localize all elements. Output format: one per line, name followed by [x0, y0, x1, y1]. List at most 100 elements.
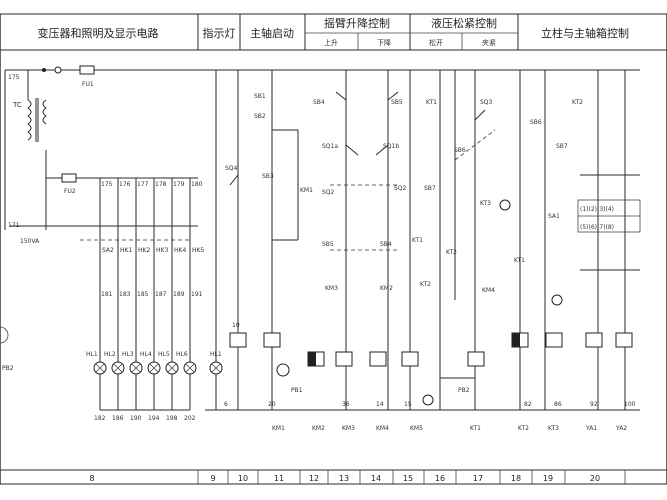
svg-text:SQ4: SQ4 — [225, 165, 238, 172]
svg-text:PB2: PB2 — [458, 387, 470, 394]
svg-text:185: 185 — [137, 291, 149, 298]
svg-text:HL3: HL3 — [122, 351, 134, 358]
coil-ya1 — [585, 332, 603, 348]
terminal-icon — [54, 66, 62, 74]
footer-col-17: 17 — [473, 474, 483, 483]
svg-text:175: 175 — [101, 181, 113, 188]
footer-col-18: 18 — [511, 474, 521, 483]
svg-text:HK2: HK2 — [138, 247, 150, 254]
svg-text:KT2: KT2 — [420, 281, 431, 288]
lamp-branches: 175 176 177 178 179 180 SA2 HK1 HK2 HK3 … — [80, 178, 204, 422]
svg-text:HL1: HL1 — [210, 351, 222, 358]
footer-col-16: 16 — [435, 474, 445, 483]
svg-text:KM2: KM2 — [312, 425, 325, 432]
header-row: 变压器和照明及显示电路 指示灯 主轴启动 摇臂升降控制 液压松紧控制 立柱与主轴… — [0, 13, 667, 51]
fuse-fu1-label: FU1 — [82, 81, 94, 88]
svg-text:14: 14 — [376, 401, 384, 408]
footer-col-11: 11 — [274, 474, 284, 483]
footer-col-12: 12 — [309, 474, 319, 483]
svg-text:SB3: SB3 — [262, 173, 274, 180]
svg-text:190: 190 — [130, 415, 142, 422]
pb2-label: PB2 — [2, 365, 14, 372]
header-transformer-lighting: 变压器和照明及显示电路 — [38, 26, 159, 40]
coil-km2 — [263, 332, 281, 348]
coil-km1 — [229, 332, 247, 348]
fuse-fu2 — [61, 173, 77, 183]
footer-col-10: 10 — [238, 474, 248, 483]
svg-text:180: 180 — [191, 181, 203, 188]
header-sub-clamp: 夹紧 — [482, 38, 496, 47]
coil-km3 — [335, 351, 353, 367]
transformer-section: FU1 TC 175 171 150VA FU2 175 — [0, 65, 204, 422]
transformer-primary-coil — [27, 99, 32, 141]
svg-text:198: 198 — [166, 415, 178, 422]
svg-text:KT2: KT2 — [518, 425, 529, 432]
svg-text:KM4: KM4 — [482, 287, 495, 294]
svg-text:SB6: SB6 — [454, 147, 466, 154]
svg-text:KT1: KT1 — [514, 257, 525, 264]
svg-text:KT2: KT2 — [572, 99, 583, 106]
svg-text:SB7: SB7 — [424, 185, 436, 192]
coil-ka1 — [545, 332, 563, 348]
svg-text:HK4: HK4 — [174, 247, 186, 254]
footer-col-8: 8 — [89, 474, 94, 483]
svg-text:SA2: SA2 — [102, 247, 114, 254]
svg-text:10: 10 — [232, 322, 240, 329]
svg-text:SB1: SB1 — [254, 93, 266, 100]
footer-col-19: 19 — [543, 474, 553, 483]
svg-text:SB2: SB2 — [254, 113, 266, 120]
relay-contact-icon — [276, 363, 290, 377]
svg-text:178: 178 — [155, 181, 167, 188]
svg-text:82: 82 — [524, 401, 532, 408]
svg-text:HK3: HK3 — [156, 247, 168, 254]
svg-text:KT3: KT3 — [548, 425, 559, 432]
coil-kt2 — [467, 351, 485, 367]
fuse-fu2-label: FU2 — [64, 188, 76, 195]
svg-text:177: 177 — [137, 181, 149, 188]
svg-text:KM3: KM3 — [325, 285, 338, 292]
lamp-hl5 — [165, 361, 179, 375]
coil-ya2 — [615, 332, 633, 348]
svg-text:HK1: HK1 — [120, 247, 132, 254]
lamp-indicator — [209, 361, 223, 375]
svg-text:KT2: KT2 — [446, 249, 457, 256]
svg-text:(1)(2)(3)(4): (1)(2)(3)(4) — [580, 206, 614, 213]
svg-text:KM4: KM4 — [376, 425, 389, 432]
svg-text:YA1: YA1 — [585, 425, 597, 432]
lamp-hl1 — [93, 361, 107, 375]
svg-text:179: 179 — [173, 181, 185, 188]
svg-text:SB5: SB5 — [391, 99, 403, 106]
svg-text:86: 86 — [554, 401, 562, 408]
header-hydraulic-control: 液压松紧控制 — [431, 16, 497, 30]
footer-col-14: 14 — [371, 474, 381, 483]
svg-text:KT1: KT1 — [412, 237, 423, 244]
hydraulic-section: KT1 SQ3 SB6 SB7 KT3 KT1 KT2 KT2 KM4 PB2 — [401, 70, 511, 410]
svg-text:181: 181 — [101, 291, 113, 298]
svg-text:HK5: HK5 — [192, 247, 204, 254]
svg-text:(5)(6)(7)(8): (5)(6)(7)(8) — [580, 224, 614, 231]
svg-text:194: 194 — [148, 415, 160, 422]
svg-text:HL1: HL1 — [86, 351, 98, 358]
svg-text:175: 175 — [8, 74, 20, 81]
svg-text:92: 92 — [590, 401, 598, 408]
svg-text:SQ1b: SQ1b — [383, 143, 399, 150]
footer-col-20: 20 — [590, 474, 600, 483]
footer-row: 8 9 10 11 12 13 14 15 16 17 18 19 20 — [0, 469, 667, 485]
header-column-spindlebox: 立柱与主轴箱控制 — [541, 26, 629, 40]
indicator-spindle-section: HL1 10 SQ4 SB1 SB2 SB3 KM1 PB1 — [198, 69, 640, 411]
svg-text:SB4: SB4 — [380, 241, 392, 248]
svg-text:HL4: HL4 — [140, 351, 152, 358]
coil-km4 — [369, 351, 387, 367]
transformer-secondary-coil — [42, 99, 47, 125]
header-sub-down: 下降 — [377, 38, 391, 47]
svg-text:6: 6 — [224, 401, 228, 408]
svg-text:KM1: KM1 — [272, 425, 285, 432]
svg-text:15: 15 — [404, 401, 412, 408]
header-sub-up: 上升 — [324, 38, 338, 47]
power-rating: 150VA — [20, 238, 40, 245]
svg-text:YA2: YA2 — [615, 425, 627, 432]
svg-text:176: 176 — [119, 181, 131, 188]
header-sub-release: 松开 — [429, 38, 443, 47]
svg-text:HL5: HL5 — [158, 351, 170, 358]
footer-col-13: 13 — [339, 474, 349, 483]
